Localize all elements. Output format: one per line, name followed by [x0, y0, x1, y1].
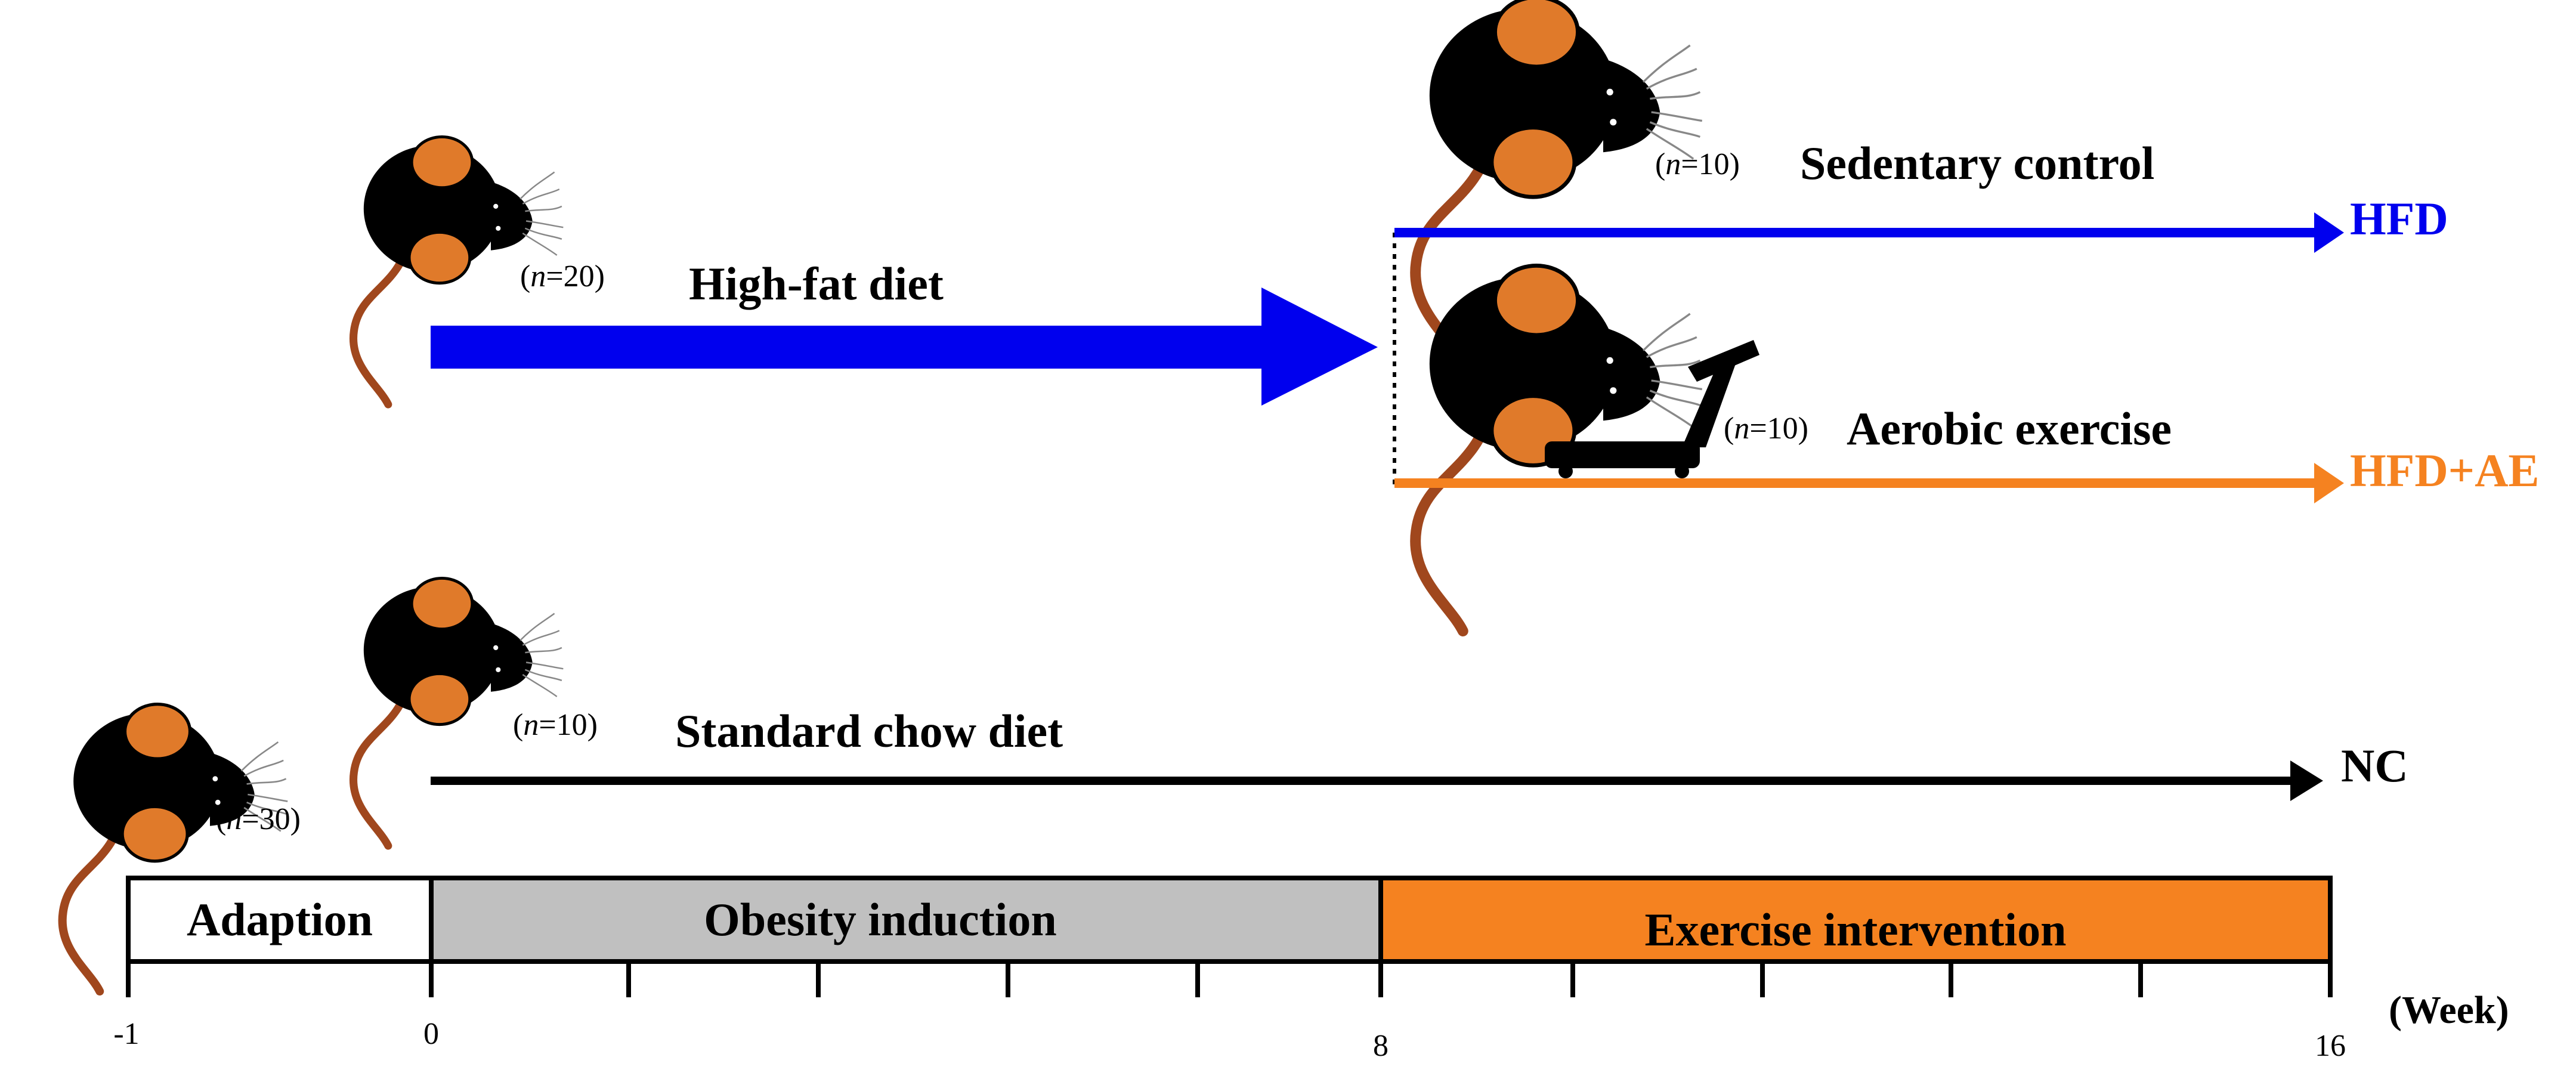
week-unit-label: (Week) [2389, 988, 2509, 1032]
tick-label: 0 [423, 1017, 439, 1051]
tick-label: 16 [2315, 1029, 2346, 1063]
hfd-arrow [1394, 212, 2344, 253]
aerobic-exercise-label: Aerobic exercise [1847, 403, 2172, 455]
n-initial-label: (n=30) [216, 802, 301, 836]
tick-label: 8 [1373, 1029, 1388, 1063]
high-fat-diet-arrow [431, 287, 1378, 406]
phase-obesity-induction [429, 876, 1383, 964]
chow-diet-arrow [431, 760, 2323, 801]
phase-exercise-intervention [1378, 876, 2333, 964]
sedentary-control-label: Sedentary control [1800, 137, 2154, 189]
n-hfd-label: (n=20) [520, 259, 605, 293]
phase-exercise-intervention-label: Exercise intervention [1645, 904, 2067, 956]
n-chow-label: (n=10) [513, 708, 598, 742]
hfd-ae-arrow [1394, 463, 2344, 503]
phase-adaption-label: Adaption [187, 894, 373, 945]
standard-chow-diet-label: Standard chow diet [675, 705, 1063, 757]
hfd-ae-end-label: HFD+AE [2350, 444, 2539, 496]
timeline-bar: Adaption Obesity induction Exercise inte… [126, 876, 2333, 964]
n-sedentary-label: (n=10) [1655, 147, 1740, 181]
tick-label: -1 [113, 1017, 139, 1051]
phase-adaption [126, 876, 434, 964]
treadmill-icon [1545, 340, 1759, 478]
hfd-end-label: HFD [2350, 193, 2448, 245]
timeline-ticks [126, 961, 2333, 997]
nc-end-label: NC [2341, 740, 2408, 792]
n-aerobic-label: (n=10) [1724, 412, 1808, 446]
phase-obesity-induction-label: Obesity induction [704, 894, 1057, 945]
high-fat-diet-label: High-fat diet [689, 258, 944, 310]
